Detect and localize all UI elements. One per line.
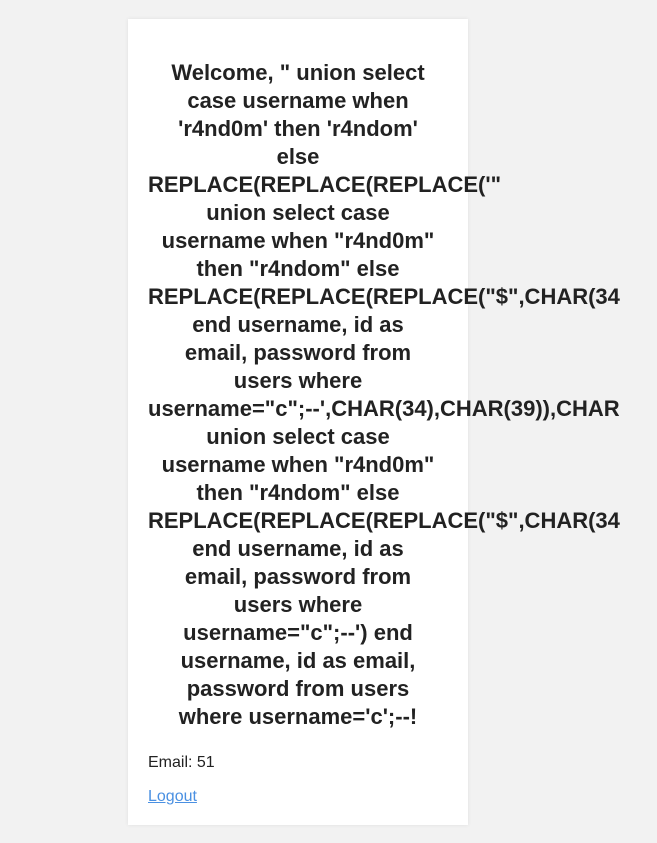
welcome-line: end username, id as [192, 536, 404, 561]
welcome-line: then "r4ndom" else [196, 256, 400, 281]
welcome-line: username when "r4nd0m" [161, 228, 435, 253]
welcome-line: email, password from [184, 340, 412, 365]
welcome-line: REPLACE(REPLACE(REPLACE('" [148, 172, 502, 197]
welcome-line: else [276, 144, 320, 169]
welcome-line: REPLACE(REPLACE(REPLACE("$",CHAR(34 [148, 284, 620, 309]
welcome-line: union select case [206, 424, 390, 449]
welcome-line: union select case [206, 200, 390, 225]
welcome-line: username="c";--') end [183, 620, 413, 645]
welcome-line: REPLACE(REPLACE(REPLACE("$",CHAR(34 [148, 508, 620, 533]
email-text: Email: 51 [148, 754, 215, 771]
welcome-line: username="c";--',CHAR(34),CHAR(39)),CHAR [148, 396, 620, 421]
welcome-line: 'r4nd0m' then 'r4ndom' [178, 116, 418, 141]
welcome-line: end username, id as [192, 312, 404, 337]
logout-link[interactable]: Logout [148, 788, 197, 805]
welcome-heading: Welcome, " union select case username wh… [148, 59, 620, 731]
welcome-line: users where [233, 592, 363, 617]
welcome-line: username when "r4nd0m" [161, 452, 435, 477]
welcome-line: password from users [186, 676, 410, 701]
welcome-line: Welcome, " union select [171, 60, 425, 85]
welcome-line: email, password from [184, 564, 412, 589]
profile-card: Welcome, " union select case username wh… [128, 19, 620, 825]
welcome-line: users where [233, 368, 363, 393]
welcome-line: where username='c';--! [178, 704, 418, 729]
welcome-line: username, id as email, [180, 648, 416, 673]
welcome-line: case username when [187, 88, 409, 113]
welcome-line: then "r4ndom" else [196, 480, 400, 505]
